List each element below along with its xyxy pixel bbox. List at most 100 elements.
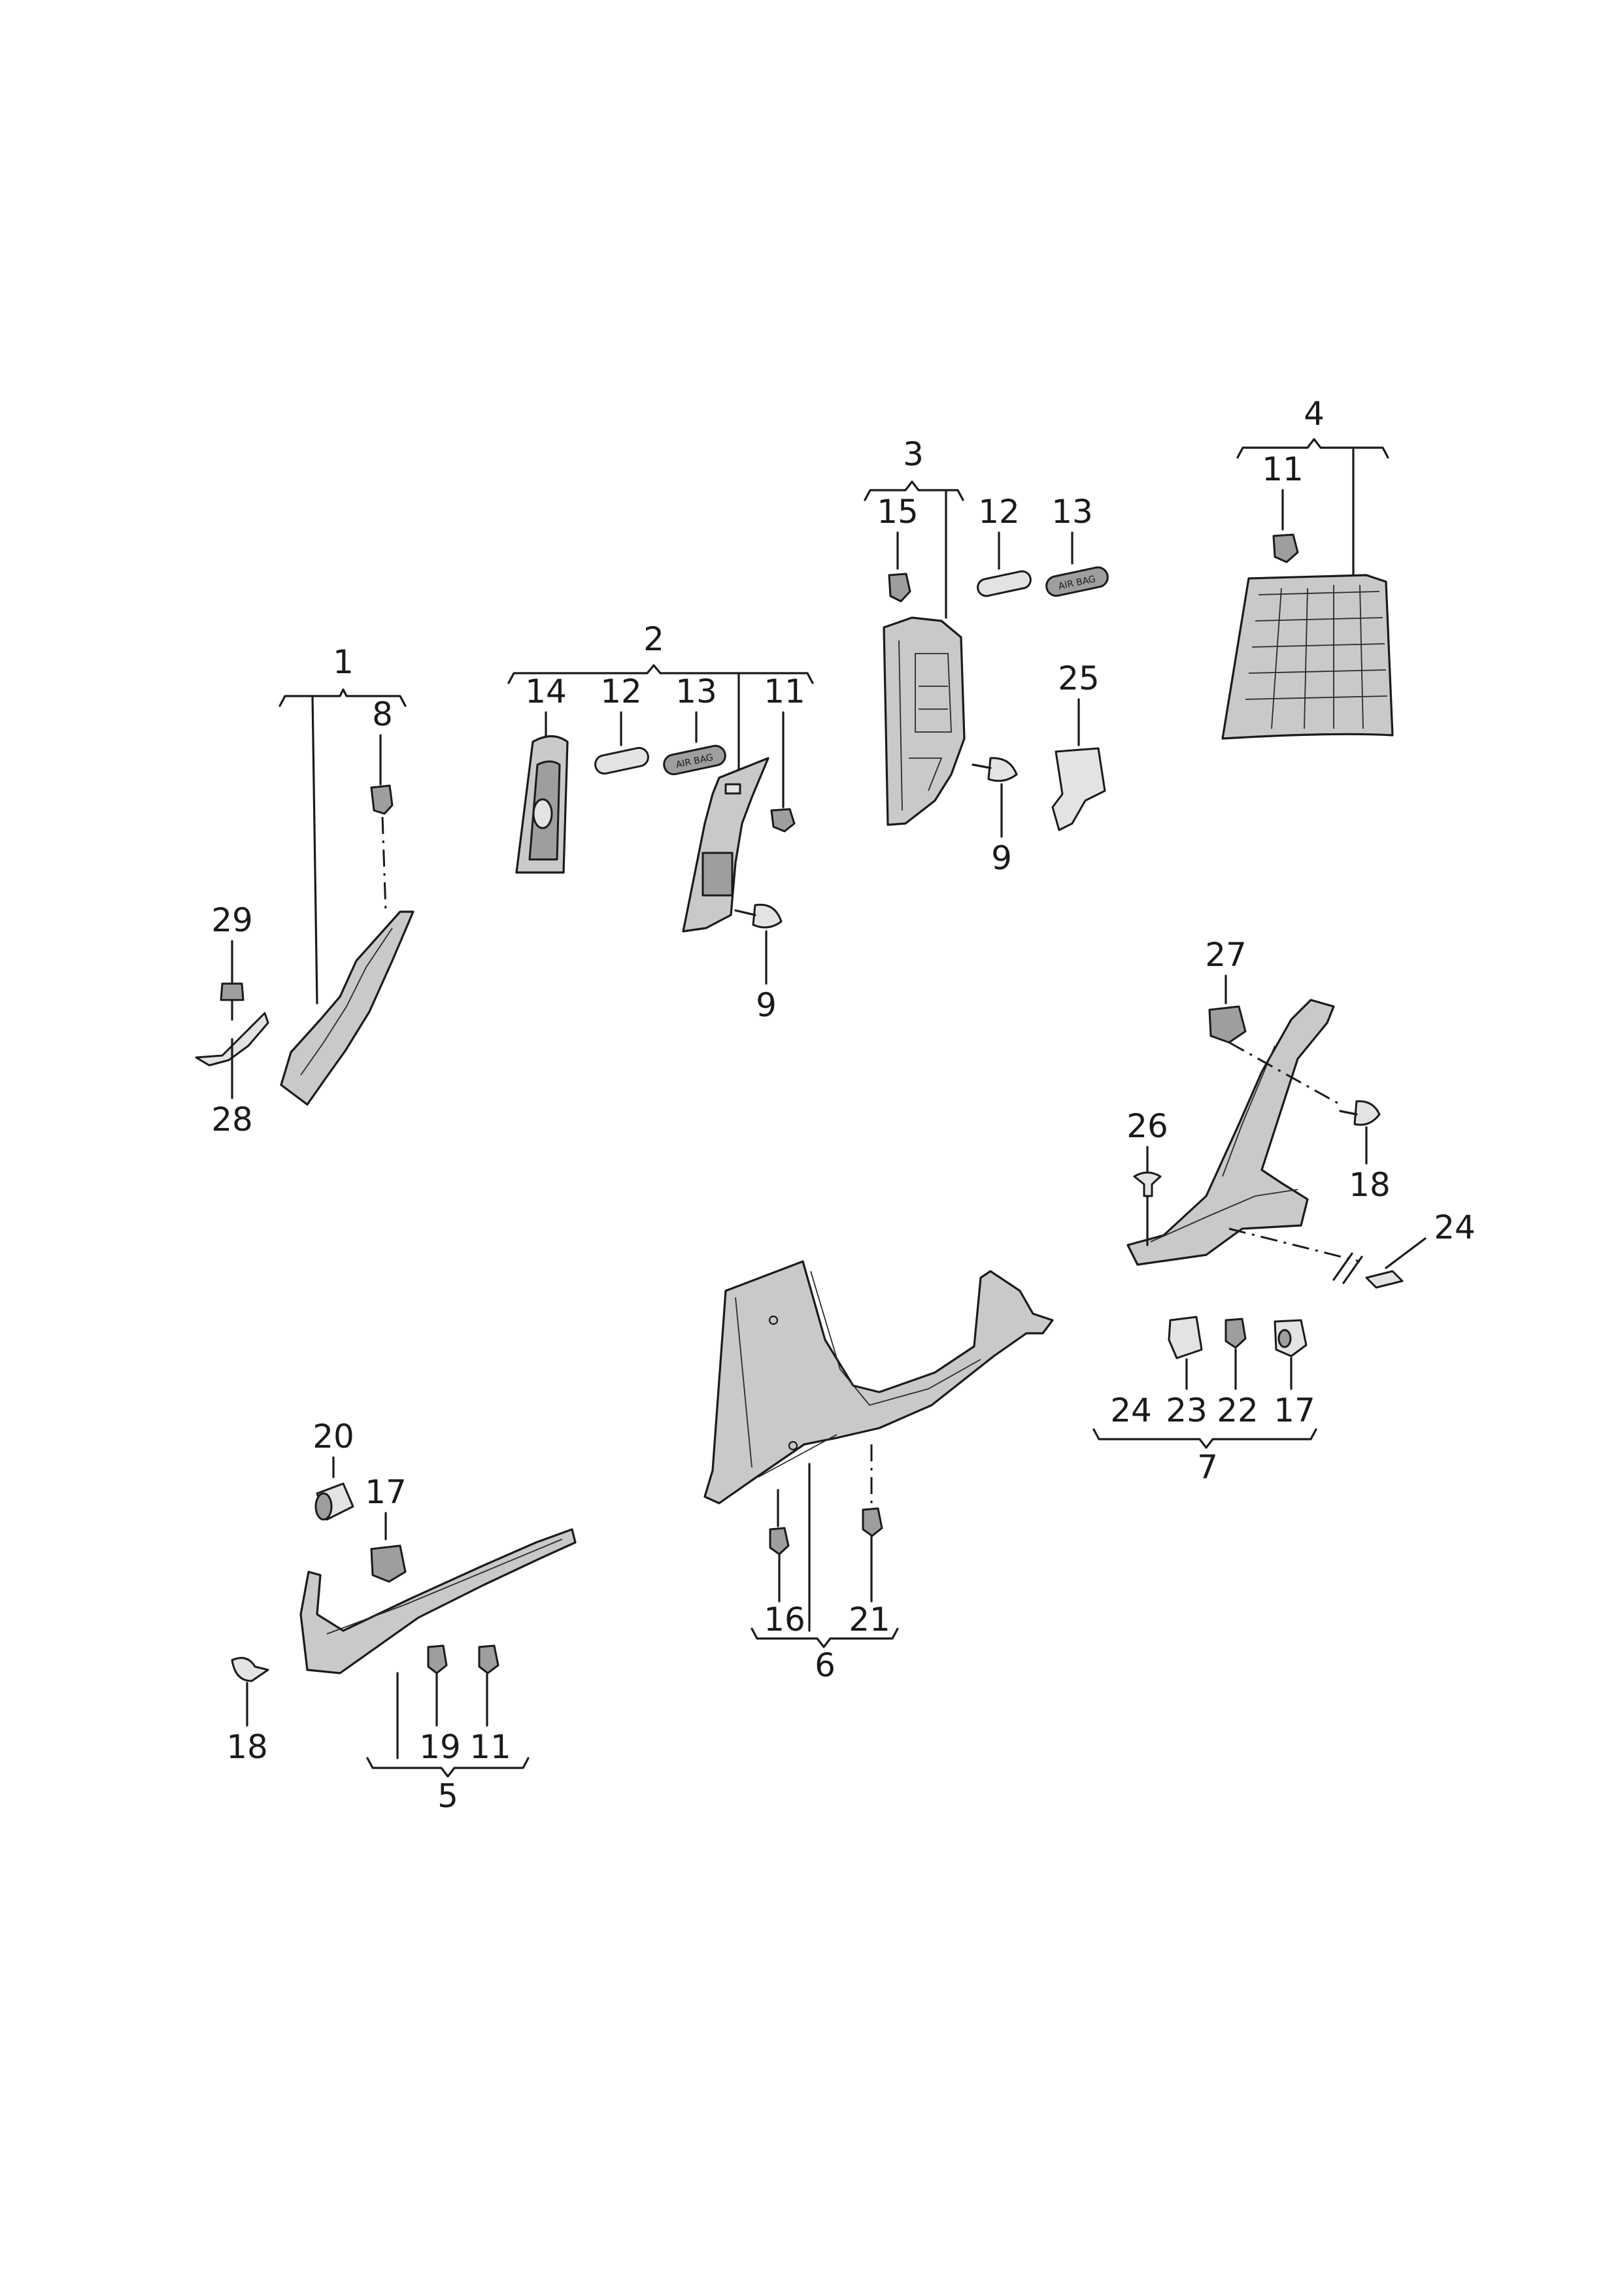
a-pillar-trim [280,910,414,1106]
a-pillar-trim-detail [300,927,393,1076]
group-7: 27 18 26 24 24 23 22 17 7 [1092,936,1476,1486]
screw-18b-icon [1353,1100,1381,1126]
pad-24a-icon [1365,1270,1404,1289]
callout-15: 15 [877,493,919,531]
group-1: 1 8 29 28 [195,643,414,1139]
callout-29: 29 [211,901,253,939]
sill-hole-b-icon [788,1440,798,1451]
group-5: 20 17 18 19 11 5 [226,1418,577,1815]
callout-4: 4 [1304,395,1325,433]
clip-11c-icon [478,1644,499,1674]
screw-18b-shank [1339,1110,1358,1116]
callout-18b: 18 [1349,1166,1391,1204]
clip-11b-icon [1272,533,1299,563]
leader-24a [1385,1237,1427,1269]
c-pillar-trim-detail [1150,1045,1298,1242]
break-mark-24 [1332,1252,1363,1284]
callout-17a: 17 [365,1473,407,1511]
clip-11a-icon [770,808,796,833]
callout-20: 20 [313,1418,354,1456]
callout-28: 28 [211,1101,253,1139]
axis-24a [1228,1227,1360,1263]
callout-23: 23 [1166,1391,1208,1429]
sill-hole-a-icon [768,1315,779,1325]
panel-trim [1221,574,1394,740]
c-pillar-trim [1126,999,1335,1266]
callout-11b: 11 [1262,450,1304,488]
group-2: 2 14 12 13 AIR BAG 11 9 [507,620,814,1024]
clip-8-icon [370,784,394,815]
callout-13b: 13 [1051,493,1093,531]
bracket-4 [1236,438,1389,459]
b-pillar-tag-icon [724,783,741,795]
screw-9a-shank [972,763,992,769]
callout-14: 14 [525,673,567,710]
callout-11a: 11 [764,673,805,710]
bracket-3 [864,480,964,501]
callout-25: 25 [1058,659,1100,697]
group-4: 4 11 [1221,395,1394,740]
badge-12b [977,570,1032,597]
callout-9b: 9 [756,986,777,1024]
clip-27-icon [1208,1005,1247,1044]
callout-21: 21 [849,1601,890,1639]
clip-21-icon [862,1507,883,1537]
callout-11c: 11 [469,1728,511,1766]
sill-trim-front [299,1528,577,1674]
pin-26-icon [1133,1171,1162,1197]
airbag-badge-13b [1045,566,1109,597]
bracket-6 [751,1627,899,1648]
panel-trim-grid [1245,584,1388,729]
clip-17b-hole-icon [1277,1329,1292,1348]
clip-16-icon [769,1527,790,1556]
callout-12b: 12 [978,493,1020,531]
sill-trim-front-detail [326,1539,563,1635]
bracket-7 [1092,1428,1317,1449]
bracket-1 [279,688,407,707]
callout-16: 16 [764,1601,805,1639]
screw-9a-head-icon [987,757,1018,782]
callout-27: 27 [1205,936,1247,974]
clip-15-icon [888,573,911,603]
b-pillar-lower-detail [898,640,952,811]
callout-26: 26 [1126,1107,1168,1145]
seatbelt-knob-icon [532,798,553,829]
axis-18b [1228,1041,1341,1106]
leader-1 [311,695,318,1005]
callout-5: 5 [437,1777,458,1815]
clip-23-icon [1168,1316,1203,1359]
screw-18a-icon [231,1657,269,1682]
badge-12a [594,746,649,775]
axis-8 [381,816,387,912]
group-3: 3 15 12 13 AIR BAG 9 25 [864,435,1109,877]
screw-9b-head-icon [752,903,783,929]
grommet-20-hole-icon [314,1492,333,1521]
callout-8: 8 [372,695,393,733]
callout-22: 22 [1217,1391,1259,1429]
callout-12a: 12 [600,673,642,710]
callout-1: 1 [333,643,354,681]
callout-18a: 18 [226,1728,268,1766]
door-sill-trim [703,1260,1054,1505]
callout-17b: 17 [1274,1391,1315,1429]
group-6: 16 21 6 [703,1260,1054,1684]
callout-6: 6 [815,1646,836,1684]
b-pillar-lower-trim [883,616,966,826]
bracket-25-icon [1051,747,1106,831]
callout-24a: 24 [1434,1208,1476,1246]
airbag-badge-13a [663,744,726,776]
callout-19: 19 [419,1728,461,1766]
screw-29-icon [220,982,245,1001]
bracket-2 [507,664,814,684]
bracket-5 [366,1757,530,1778]
clip-22-icon [1225,1318,1247,1349]
callout-7: 7 [1197,1448,1218,1486]
callout-3: 3 [903,435,924,473]
callout-13a: 13 [675,673,717,710]
screw-9b-shank [734,909,756,916]
b-pillar-window-icon [701,852,734,897]
door-sill-trim-detail [735,1271,981,1478]
callout-2: 2 [643,620,664,658]
